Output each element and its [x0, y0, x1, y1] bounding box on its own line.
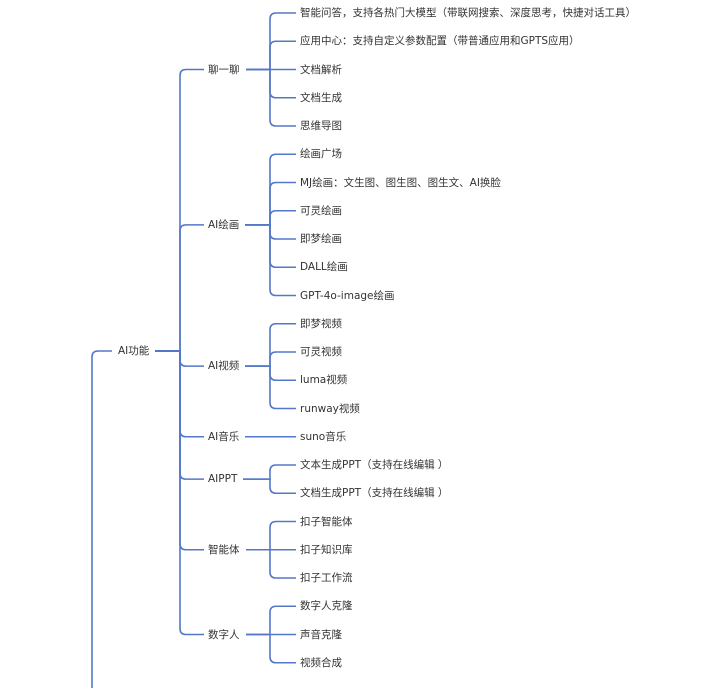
leaf-connector — [245, 209, 296, 226]
branch-node: AI绘画 — [208, 218, 240, 231]
branch-connector — [155, 350, 204, 636]
branch-node: AI音乐 — [208, 430, 240, 443]
leaf-node: 即梦绘画 — [300, 233, 342, 245]
leaf-connector — [245, 365, 296, 410]
leaf-connector — [246, 68, 296, 127]
leaf-connector — [243, 478, 296, 495]
leaf-connector — [246, 605, 296, 636]
leaf-connector — [245, 181, 296, 226]
leaf-connector — [246, 12, 296, 71]
leaf-node: 声音克隆 — [300, 628, 342, 641]
leaf-node: 扣子智能体 — [300, 515, 353, 528]
leaf-node: 绘画广场 — [300, 148, 342, 161]
leaf-node: 可灵绘画 — [300, 204, 342, 217]
leaf-connector — [245, 322, 296, 367]
leaf-node: suno音乐 — [300, 430, 347, 443]
leaf-connector — [243, 464, 296, 480]
branch-node: AI视频 — [208, 360, 240, 373]
branch-node: 智能体 — [208, 543, 240, 556]
leaf-connector — [246, 548, 296, 579]
leaf-node: 智能问答，支持各热门大模型（带联网搜索、深度思考，快捷对话工具） — [300, 7, 636, 19]
leaf-node: 即梦视频 — [300, 317, 342, 330]
leaf-connector — [246, 68, 296, 99]
leaf-node: 视频合成 — [300, 656, 342, 669]
leaf-node: runway视频 — [300, 402, 360, 415]
leaf-connector — [246, 633, 296, 664]
branch-connector — [155, 224, 204, 352]
leaf-node: MJ绘画：文生图、图生图、图生文、AI换脸 — [300, 176, 501, 189]
root-node: AI功能 — [118, 345, 150, 357]
leaf-connector — [246, 40, 296, 71]
leaf-node: 文档解析 — [300, 63, 342, 76]
leaf-node: 数字人克隆 — [300, 600, 353, 613]
leaf-node: 扣子工作流 — [300, 572, 353, 584]
branch-node: 数字人 — [208, 628, 240, 641]
leaf-node: GPT-4o-image绘画 — [300, 289, 395, 302]
leaf-connector — [245, 153, 296, 226]
leaf-node: 扣子知识库 — [300, 543, 353, 556]
leaf-node: luma视频 — [300, 374, 348, 387]
root-connector — [91, 350, 112, 688]
leaf-connector — [245, 351, 296, 367]
leaf-node: 文档生成PPT（支持在线编辑 ） — [300, 487, 449, 500]
leaf-node: 文档生成 — [300, 91, 342, 104]
branch-node: 聊一聊 — [208, 63, 240, 76]
leaf-node: DALL绘画 — [300, 261, 348, 274]
leaf-connector — [245, 224, 296, 297]
leaf-node: 文本生成PPT（支持在线编辑 ） — [300, 459, 449, 471]
leaf-node: 可灵视频 — [300, 346, 342, 358]
leaf-node: 应用中心：支持自定义参数配置（带普通应用和GPTS应用） — [300, 35, 580, 48]
leaf-node: 思维导图 — [300, 120, 342, 132]
branch-connector — [155, 68, 204, 352]
branch-node: AIPPT — [208, 473, 238, 486]
leaf-connector — [246, 520, 296, 551]
